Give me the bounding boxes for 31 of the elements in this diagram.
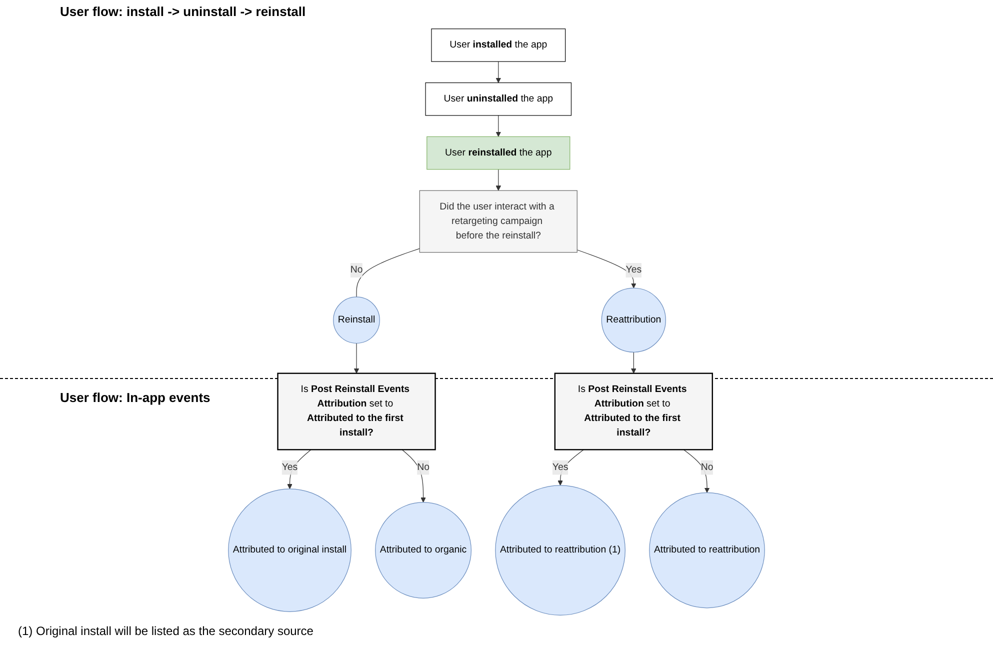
edge-label: Yes [282, 462, 298, 472]
node-circle: Attributed to organic [375, 502, 472, 598]
arrow [354, 342, 360, 374]
edge-label: No [417, 462, 430, 472]
node-box: User installed the app [431, 28, 566, 62]
node-circle: Reattribution [601, 288, 666, 352]
node-box: User uninstalled the app [425, 82, 572, 116]
node-box: Is Post Reinstall Events Attribution set to Attributed to the first install? [554, 372, 713, 450]
arrow [576, 250, 636, 288]
edge-label: Yes [626, 264, 642, 276]
arrow [631, 352, 636, 374]
node-circle: Reinstall [333, 296, 380, 344]
arrow [287, 449, 312, 490]
arrow [402, 449, 426, 503]
arrow [683, 449, 710, 493]
arrow [496, 115, 502, 137]
connector [356, 248, 420, 298]
edge-label: No [700, 462, 714, 472]
node-circle: Attributed to reattribution [649, 492, 765, 608]
node-circle: Attributed to original install [228, 488, 352, 612]
footnote: (1) Original install will be listed as the secondary source [18, 624, 314, 638]
arrow [496, 61, 502, 83]
node-box: Did the user interact with a retargeting campaign before the reinstall? [419, 190, 578, 253]
node-circle: Attributed to reattribution (1) [495, 485, 626, 616]
edge-label: Yes [552, 462, 568, 472]
section-heading: User flow: In-app events [60, 390, 210, 405]
arrow [496, 169, 502, 191]
edge-label: No [350, 264, 363, 276]
node-box: Is Post Reinstall Events Attribution set to Attributed to the first install? [277, 372, 436, 450]
node-box: User reinstalled the app [426, 136, 570, 170]
diagram-title: User flow: install -> uninstall -> reinstall [60, 4, 306, 19]
